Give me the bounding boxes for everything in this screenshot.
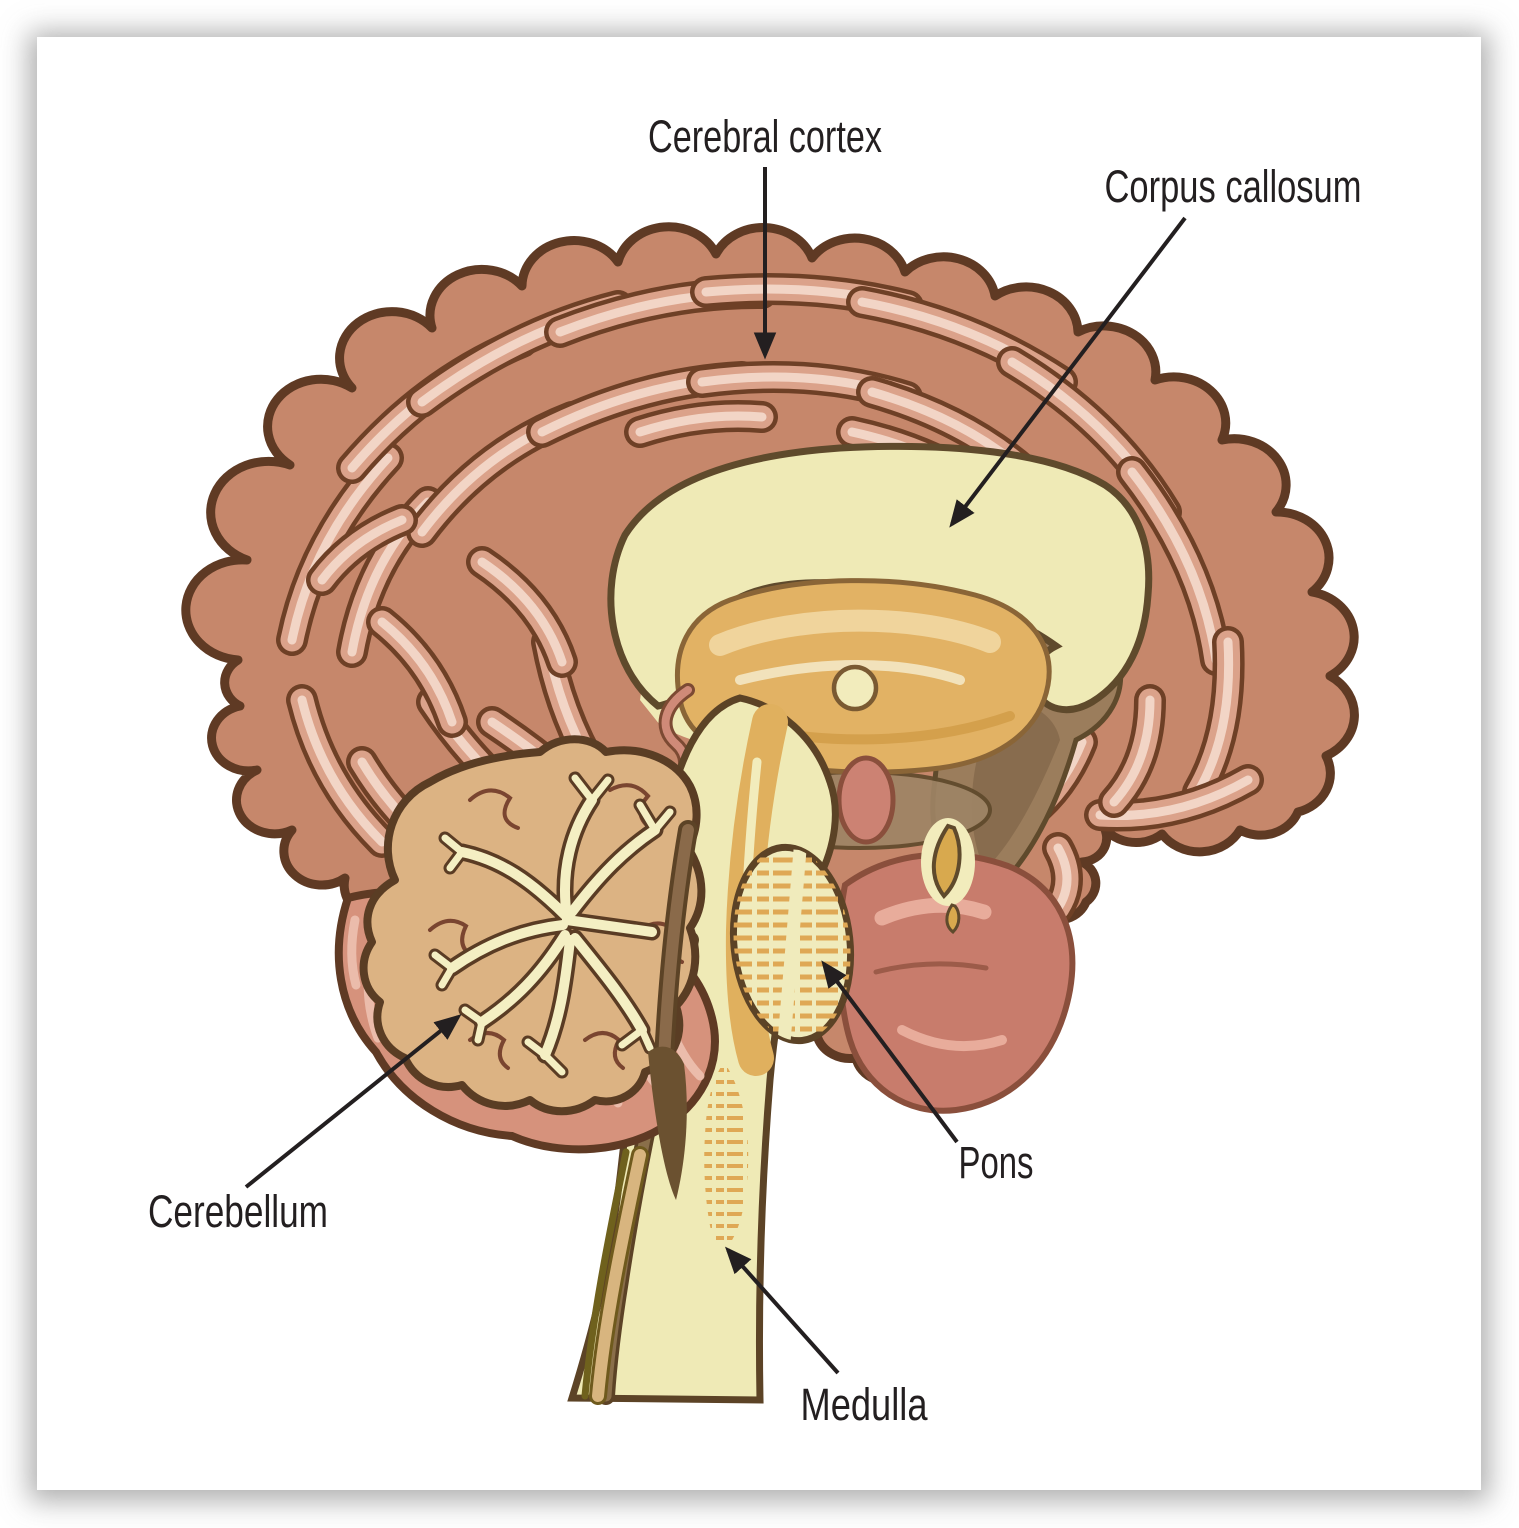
arbor-vitae [428, 771, 677, 1079]
cerebellum-leader [244, 1014, 462, 1189]
label-corpus-callosum: Corpus callosum [949, 161, 1362, 528]
pons-region [729, 843, 855, 1045]
spinal-olive-line [581, 1148, 630, 1400]
cerebral-cortex-label: Cerebral cortex [648, 111, 882, 162]
label-cerebellum: Cerebellum [148, 1014, 462, 1237]
pons-label: Pons [959, 1137, 1034, 1188]
label-cerebral-cortex: Cerebral cortex [648, 111, 882, 360]
labels-layer: Cerebral cortex Corpus callosum Cerebell… [148, 111, 1362, 1430]
spinal-tan-stripe [592, 1149, 646, 1402]
dark-wedge [648, 1046, 687, 1200]
medulla-label: Medulla [801, 1379, 929, 1430]
pons-leader [821, 960, 959, 1144]
cerebellum-label: Cerebellum [148, 1186, 328, 1237]
corpus-callosum-leader [949, 216, 1187, 528]
tentorium-band [648, 820, 698, 1200]
pituitary-drop [921, 818, 975, 934]
medulla-leader [725, 1246, 840, 1375]
colliculus [836, 755, 896, 845]
corpus-callosum-label: Corpus callosum [1105, 161, 1362, 212]
interthalamic-adhesion [831, 664, 879, 712]
midbrain-mass [836, 851, 1076, 1114]
label-medulla: Medulla [725, 1246, 929, 1430]
medulla-hatching [704, 1068, 749, 1240]
label-pons: Pons [821, 960, 1034, 1188]
pons-hatching [730, 849, 854, 1043]
cerebellum-region [334, 735, 719, 1200]
